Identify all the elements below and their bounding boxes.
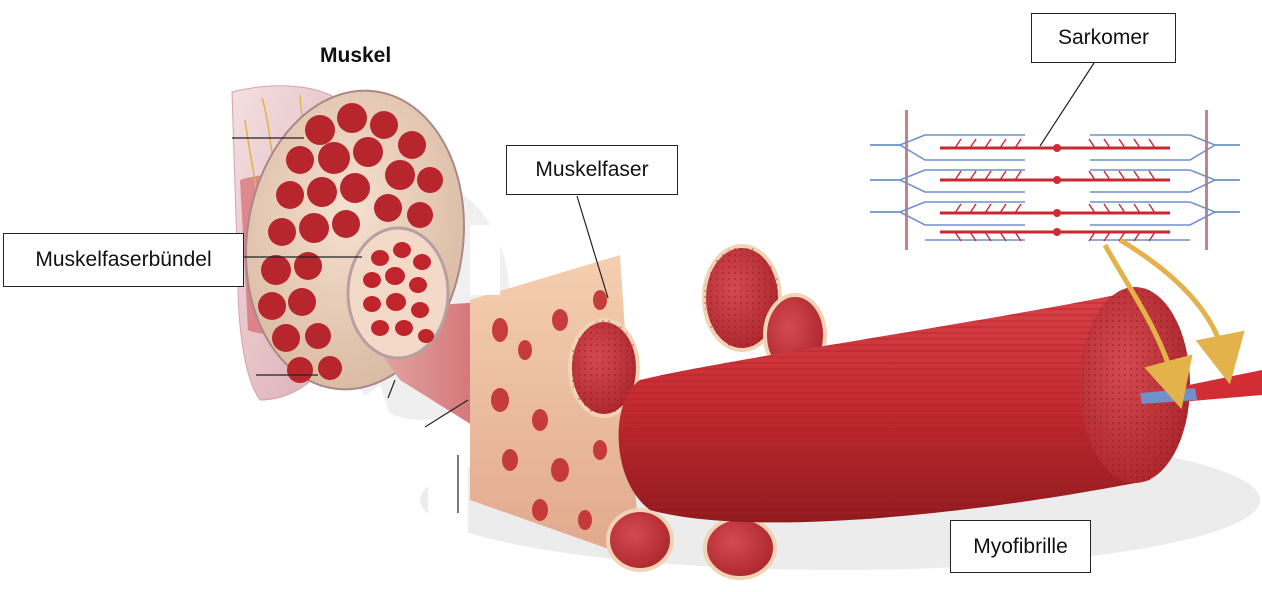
m-line-dots [1053, 144, 1061, 236]
z-line-right [1205, 110, 1208, 250]
sarcomere-schematic [870, 110, 1240, 250]
z-line-left [905, 110, 908, 250]
myofibril-label: Myofibrille [950, 520, 1091, 573]
diagram-title: Muskel [320, 44, 391, 68]
sarcomere-label: Sarkomer [1031, 13, 1176, 63]
fascicle-label: Muskelfaserbündel [3, 233, 244, 287]
muscle-fiber-label: Muskelfaser [506, 145, 678, 195]
